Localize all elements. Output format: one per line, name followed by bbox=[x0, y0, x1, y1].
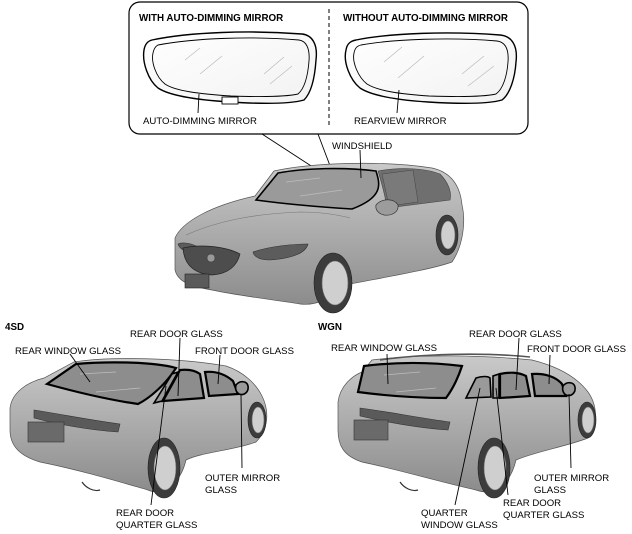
wagon-label-rear-quarter-1: REAR DOOR bbox=[503, 498, 561, 509]
label-windshield: WINDSHIELD bbox=[332, 141, 392, 152]
wagon-leader-rear-window bbox=[386, 353, 389, 385]
sedan-leader-rear-door bbox=[177, 337, 181, 397]
wagon-quarter-window-glass bbox=[464, 375, 492, 399]
wagon-rear-door-glass bbox=[498, 371, 532, 400]
wagon-rear-car bbox=[337, 353, 597, 499]
sedan-label-rear-door: REAR DOOR GLASS bbox=[130, 329, 223, 340]
wagon-label-quarter-window-1: QUARTER bbox=[421, 508, 468, 519]
sedan-label-front-door: FRONT DOOR GLASS bbox=[195, 346, 294, 357]
wagon-label-rear-window: REAR WINDOW GLASS bbox=[331, 343, 437, 354]
sedan-rear-door-glass bbox=[161, 368, 206, 403]
wagon-label-quarter-window-2: WINDOW GLASS bbox=[421, 520, 498, 531]
sedan-tag: 4SD bbox=[5, 322, 24, 333]
rearview-mirror-drawing bbox=[344, 32, 518, 105]
auto-dimming-mirror-drawing bbox=[142, 31, 318, 105]
sedan-label-rear-window: REAR WINDOW GLASS bbox=[15, 346, 121, 357]
sedan-rear-car bbox=[9, 358, 268, 499]
wagon-label-outer-mirror-2: GLASS bbox=[534, 485, 566, 496]
wagon-outer-mirror-glass bbox=[561, 381, 576, 397]
wagon-label-front-door: FRONT DOOR GLASS bbox=[527, 344, 626, 355]
leader-windshield bbox=[359, 149, 362, 179]
wagon-rear-window-glass bbox=[356, 361, 464, 400]
sedan-leader-outer-mirror bbox=[240, 393, 243, 469]
sedan-leader-rear-window bbox=[69, 353, 91, 383]
wagon-leader-front-door bbox=[548, 354, 551, 385]
heading-without-auto-dimming: WITHOUT AUTO-DIMMING MIRROR bbox=[343, 13, 508, 24]
wagon-leader-rear-quarter bbox=[495, 387, 509, 496]
label-auto-dimming-mirror: AUTO-DIMMING MIRROR bbox=[143, 116, 257, 127]
sedan-label-outer-mirror-2: GLASS bbox=[205, 485, 237, 496]
sedan-leader-front-door bbox=[217, 354, 221, 385]
wagon-label-rear-door: REAR DOOR GLASS bbox=[469, 329, 562, 340]
wagon-label-outer-mirror-1: OUTER MIRROR bbox=[534, 473, 609, 484]
windshield-glass bbox=[254, 167, 380, 210]
sedan-label-rear-quarter-2: QUARTER GLASS bbox=[116, 520, 197, 531]
sedan-label-outer-mirror-1: OUTER MIRROR bbox=[205, 473, 280, 484]
heading-with-auto-dimming: WITH AUTO-DIMMING MIRROR bbox=[139, 13, 283, 24]
wagon-tag: WGN bbox=[318, 322, 342, 333]
wagon-leader-rear-door bbox=[515, 337, 520, 391]
sedan-label-rear-quarter-1: REAR DOOR bbox=[116, 508, 174, 519]
wagon-leader-quarter-window bbox=[454, 387, 481, 506]
front-view-car bbox=[174, 162, 465, 314]
sedan-rear-window-glass bbox=[44, 361, 178, 406]
wagon-label-rear-quarter-2: QUARTER GLASS bbox=[503, 510, 584, 521]
sedan-leader-rear-quarter bbox=[150, 385, 167, 506]
wagon-rear-door-quarter-glass bbox=[492, 372, 500, 399]
wagon-leader-outer-mirror bbox=[568, 393, 572, 469]
sedan-outer-mirror-glass bbox=[234, 380, 249, 396]
leader-auto-dimming-mirror bbox=[197, 93, 200, 114]
label-rearview-mirror: REARVIEW MIRROR bbox=[354, 116, 447, 127]
mirror-callout: WITH AUTO-DIMMING MIRROR WITHOUT AUTO-DI… bbox=[128, 1, 529, 135]
leader-rearview-mirror bbox=[396, 89, 400, 114]
